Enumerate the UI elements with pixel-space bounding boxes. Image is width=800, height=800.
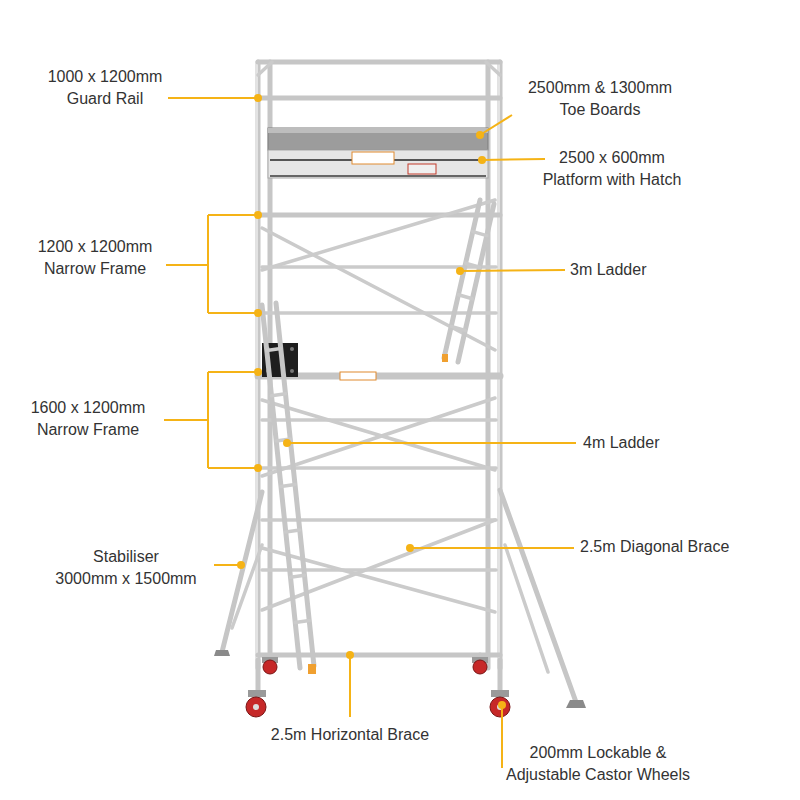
- ladder-rung: [466, 263, 480, 267]
- bracket-line: [164, 372, 258, 468]
- part-label: 200mm Lockable & Adjustable Castor Wheel…: [468, 742, 728, 786]
- horizontal-brace: [258, 653, 500, 658]
- leader-line: [168, 97, 258, 99]
- part-label: 4m Ladder: [583, 432, 783, 454]
- frame-rung: [262, 568, 496, 572]
- part-label: 1000 x 1200mm Guard Rail: [0, 66, 215, 110]
- part-label: 2.5m Diagonal Brace: [580, 536, 795, 558]
- castor-hub: [253, 704, 259, 710]
- leader-line: [501, 705, 503, 768]
- leader-line: [460, 270, 565, 271]
- tube-highlight: [256, 64, 258, 666]
- leader-dot: [346, 651, 354, 659]
- leader-dot: [254, 309, 262, 317]
- stabiliser-arm: [505, 545, 548, 672]
- leader-line: [349, 655, 351, 717]
- castor-bracket: [248, 690, 266, 697]
- platform-sticker: [408, 164, 436, 174]
- leader-dot: [456, 267, 464, 275]
- castor-wheel: [473, 660, 487, 674]
- ladder-rung: [295, 621, 309, 623]
- toe-board-edge: [268, 128, 488, 133]
- stabiliser-arm: [222, 492, 262, 652]
- leader-dot: [254, 464, 262, 472]
- part-label: 1600 x 1200mm Narrow Frame: [0, 397, 176, 441]
- ladder-foot: [442, 354, 448, 362]
- leader-dot: [254, 94, 262, 102]
- ladder-rail: [276, 303, 314, 666]
- castor-stem: [256, 660, 261, 695]
- ladder-rung: [281, 485, 295, 487]
- leader-line: [287, 442, 576, 444]
- platform-deck: [268, 150, 488, 178]
- diagonal-brace: [262, 520, 495, 610]
- guard-rail: [258, 60, 500, 65]
- leader-line: [214, 564, 241, 566]
- ladder-rung: [267, 348, 281, 350]
- part-label: 2.5m Horizontal Brace: [220, 724, 480, 746]
- guard-rail-clip: [258, 62, 272, 75]
- ladder-rung: [458, 295, 472, 299]
- castor-bracket: [491, 690, 509, 697]
- leader-dot: [406, 544, 414, 552]
- part-label: 2500 x 600mm Platform with Hatch: [502, 147, 722, 191]
- platform-sticker: [340, 372, 376, 380]
- stabiliser-arm: [500, 490, 576, 702]
- leader-line: [482, 159, 545, 160]
- toe-board: [268, 128, 488, 150]
- leader-dot: [254, 211, 262, 219]
- part-label: 3m Ladder: [570, 259, 770, 281]
- diagonal-brace: [262, 200, 495, 270]
- frame-upright: [256, 62, 261, 668]
- part-label: 2500mm & 1300mm Toe Boards: [490, 77, 710, 121]
- leader-dot: [254, 368, 262, 376]
- castor-wheel: [263, 660, 277, 674]
- castor-stem: [498, 660, 503, 695]
- stabiliser-foot: [566, 700, 586, 708]
- guard-rail: [258, 96, 500, 101]
- part-label: Stabiliser 3000mm x 1500mm: [38, 546, 214, 590]
- stabiliser-foot: [214, 650, 230, 656]
- hatch-bolt: [290, 369, 294, 373]
- hatch-bolt: [290, 347, 294, 351]
- platform-sticker: [352, 152, 394, 164]
- ladder-rung: [291, 575, 305, 577]
- castor-wheel: [246, 697, 266, 717]
- ladder-rail: [458, 204, 494, 362]
- castor-wheel: [490, 697, 510, 717]
- ladder-foot: [308, 664, 316, 674]
- ladder-rung: [473, 232, 487, 236]
- bracket-line: [166, 215, 258, 313]
- tube-highlight: [498, 64, 500, 666]
- leader-dot: [498, 701, 506, 709]
- leader-line: [480, 115, 512, 135]
- leader-dot: [476, 131, 484, 139]
- leader-dot: [478, 156, 486, 164]
- diagonal-brace: [262, 398, 495, 476]
- diagonal-brace: [262, 548, 495, 612]
- diagonal-brace: [262, 400, 495, 470]
- ladder-rung: [272, 394, 286, 396]
- leader-dot: [237, 561, 245, 569]
- leader-dot: [283, 439, 291, 447]
- guard-rail-clip: [486, 62, 500, 75]
- frame-upright: [498, 62, 503, 668]
- frame-rung: [262, 418, 496, 422]
- ladder-rung: [451, 326, 465, 330]
- ladder-rung: [286, 530, 300, 532]
- leader-line: [410, 547, 574, 549]
- platform-rail: [270, 175, 486, 177]
- part-label: 1200 x 1200mm Narrow Frame: [0, 236, 190, 280]
- frame-rung: [262, 466, 496, 470]
- frame-rung: [258, 213, 500, 218]
- stabiliser-arm: [232, 545, 262, 628]
- frame-rung: [262, 311, 496, 315]
